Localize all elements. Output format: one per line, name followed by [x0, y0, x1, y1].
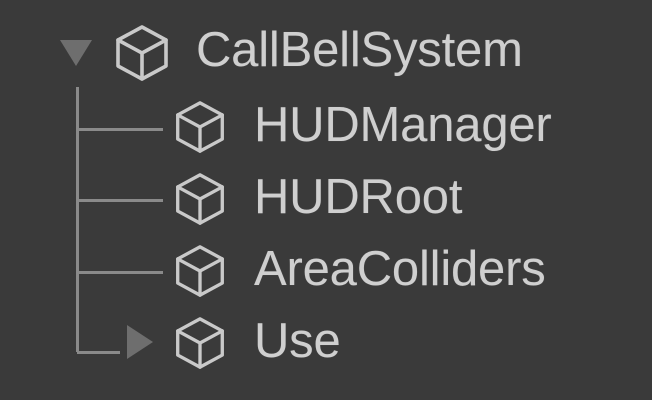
triangle-right-icon[interactable]	[124, 322, 156, 362]
node-label-child[interactable]: Use	[254, 314, 341, 368]
node-label-child[interactable]: HUDManager	[254, 98, 552, 152]
gameobject-cube-icon[interactable]	[174, 242, 226, 300]
triangle-down-icon[interactable]	[58, 38, 94, 68]
gameobject-cube-icon[interactable]	[174, 170, 226, 228]
gameobject-cube-icon[interactable]	[174, 98, 226, 156]
gameobject-cube-icon[interactable]	[174, 314, 226, 372]
gameobject-cube-icon[interactable]	[114, 24, 170, 82]
node-label-child[interactable]: AreaColliders	[254, 242, 546, 296]
node-label-root[interactable]: CallBellSystem	[196, 23, 523, 77]
node-label-child[interactable]: HUDRoot	[254, 170, 463, 224]
